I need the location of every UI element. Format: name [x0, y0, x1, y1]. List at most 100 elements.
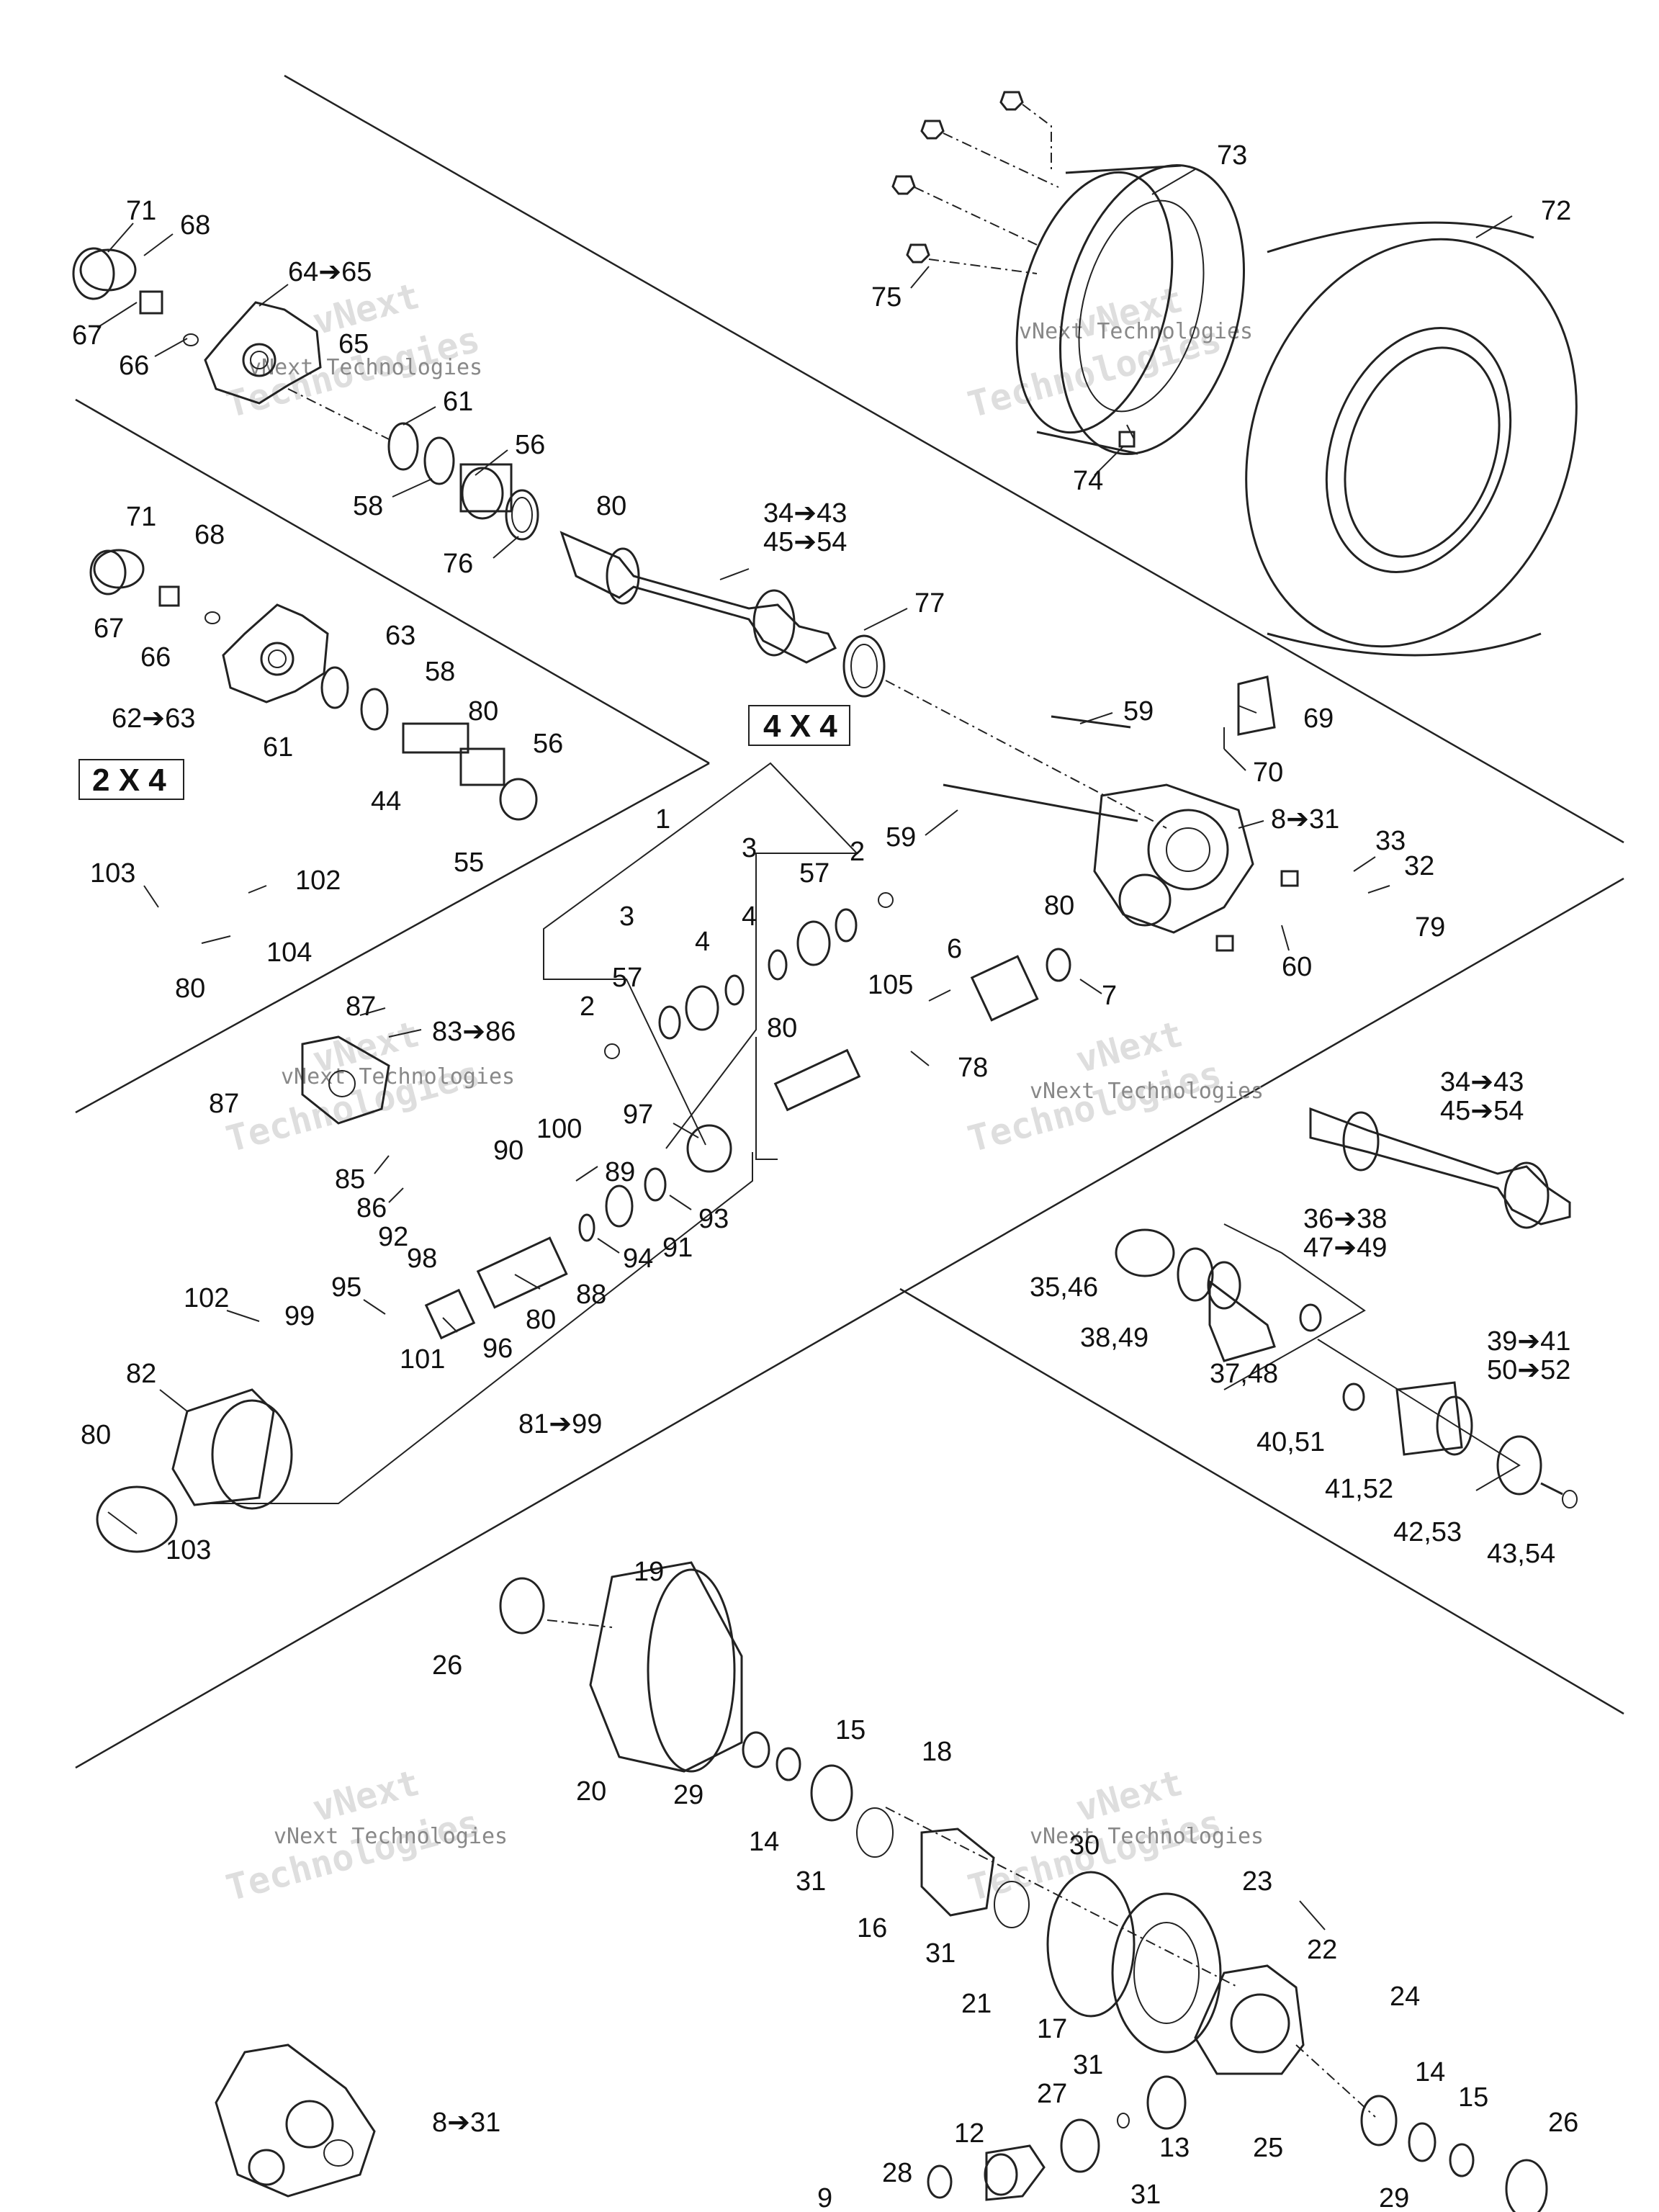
callout-27: 27	[1037, 2079, 1067, 2109]
callout-34-43-b: 34➔43	[1440, 1067, 1524, 1097]
callout-101: 101	[400, 1344, 445, 1375]
callout-89: 89	[605, 1157, 635, 1187]
callout-3-b: 3	[619, 902, 634, 932]
callout-13: 13	[1159, 2133, 1190, 2163]
part-front-actuator	[96, 1035, 732, 1553]
callout-2-b: 2	[580, 992, 595, 1022]
callout-80-b: 80	[468, 696, 498, 727]
callout-68-a: 68	[180, 210, 210, 240]
callout-39-41: 39➔41	[1487, 1326, 1570, 1357]
part-rear-axle-cv	[1115, 1107, 1578, 1509]
callout-26-b: 26	[1548, 2108, 1578, 2138]
callout-93: 93	[698, 1204, 729, 1234]
part-tire	[1245, 221, 1578, 657]
callout-56-a: 56	[515, 430, 545, 460]
svg-text:vNext Technologies: vNext Technologies	[281, 1064, 515, 1089]
callout-66-b: 66	[140, 642, 171, 673]
callout-66-a: 66	[119, 351, 149, 381]
config-label-4x4: 4 X 4	[763, 709, 837, 744]
callout-92: 92	[378, 1222, 408, 1252]
callout-15-a: 15	[835, 1715, 866, 1745]
callout-83-86: 83➔86	[432, 1017, 516, 1047]
callout-71-a: 71	[126, 196, 156, 226]
callout-7: 7	[1102, 981, 1117, 1011]
config-boxes	[78, 705, 850, 800]
callout-105: 105	[868, 970, 913, 1000]
callout-103-b: 103	[166, 1535, 211, 1565]
callout-80-g: 80	[81, 1420, 111, 1450]
callout-15-b: 15	[1458, 2082, 1488, 2113]
callout-79: 79	[1415, 912, 1445, 943]
leader-lines	[96, 168, 1513, 1930]
callout-68-b: 68	[194, 520, 225, 550]
svg-text:vNext Technologies: vNext Technologies	[1030, 1079, 1264, 1104]
callout-91: 91	[662, 1233, 693, 1263]
callout-94: 94	[623, 1244, 653, 1274]
svg-text:vNext Technologies: vNext Technologies	[248, 355, 482, 380]
callout-62-63: 62➔63	[112, 703, 195, 734]
callout-47-49: 47➔49	[1303, 1233, 1387, 1263]
callout-8-31-b: 8➔31	[432, 2108, 500, 2138]
callout-labels: 71 68 64➔65 65 67 66 61 56 58 80 76 34➔4…	[72, 140, 1578, 2212]
callout-44: 44	[371, 786, 401, 817]
callout-34-43-a: 34➔43	[763, 498, 847, 529]
callout-23: 23	[1242, 1866, 1272, 1897]
callout-61-a: 61	[443, 387, 473, 417]
callout-8-31-a: 8➔31	[1271, 804, 1339, 835]
callout-69: 69	[1303, 703, 1334, 734]
callout-45-54-b: 45➔54	[1440, 1096, 1524, 1126]
callout-26-a: 26	[432, 1650, 462, 1681]
callout-1: 1	[655, 804, 670, 835]
callout-63: 63	[385, 621, 415, 651]
callout-73: 73	[1217, 140, 1247, 171]
callout-55: 55	[454, 848, 484, 878]
callout-42-53: 42,53	[1393, 1517, 1462, 1547]
callout-9: 9	[817, 2183, 832, 2212]
part-gearcase-assembled	[215, 2044, 376, 2198]
callout-76: 76	[443, 549, 473, 579]
callout-36-38: 36➔38	[1303, 1204, 1387, 1234]
callout-20: 20	[576, 1776, 606, 1807]
callout-70: 70	[1253, 757, 1283, 788]
callout-19: 19	[634, 1557, 664, 1587]
callout-29-b: 29	[1379, 2183, 1409, 2212]
callout-81-99: 81➔99	[518, 1409, 602, 1439]
callout-78: 78	[958, 1053, 988, 1083]
part-gearcase-exploded	[499, 1561, 1548, 2212]
callout-22: 22	[1307, 1935, 1337, 1965]
svg-text:vNext Technologies: vNext Technologies	[274, 1824, 508, 1849]
callout-82: 82	[126, 1359, 156, 1389]
callout-103-a: 103	[90, 858, 135, 889]
callout-12: 12	[954, 2118, 984, 2149]
callout-35-46: 35,46	[1030, 1272, 1098, 1303]
callout-43-54: 43,54	[1487, 1539, 1555, 1569]
callout-41-52: 41,52	[1325, 1474, 1393, 1504]
callout-16: 16	[857, 1913, 887, 1943]
part-shaft-kit	[604, 892, 1071, 1112]
callout-60: 60	[1282, 952, 1312, 982]
callout-99: 99	[284, 1301, 315, 1331]
callout-31-a: 31	[796, 1866, 826, 1897]
callout-65: 65	[338, 329, 369, 359]
part-4x4-bearings	[387, 422, 539, 541]
callout-3-a: 3	[742, 833, 757, 863]
callout-38-49: 38,49	[1080, 1323, 1148, 1353]
callout-88: 88	[576, 1280, 606, 1310]
callout-80-d: 80	[767, 1013, 797, 1043]
callout-37-48: 37,48	[1210, 1359, 1278, 1389]
part-4x4-axle	[559, 531, 1167, 829]
callout-31-c: 31	[1073, 2050, 1103, 2080]
callout-21: 21	[961, 1989, 992, 2019]
callout-14-b: 14	[1415, 2057, 1445, 2087]
callout-90: 90	[493, 1136, 523, 1166]
callout-86: 86	[356, 1193, 387, 1223]
callout-25: 25	[1253, 2133, 1283, 2163]
part-differential	[943, 675, 1299, 952]
callout-29-a: 29	[673, 1780, 703, 1810]
svg-text:vNext Technologies: vNext Technologies	[1030, 1824, 1264, 1849]
callout-31-b: 31	[925, 1938, 956, 1969]
callout-77: 77	[914, 588, 945, 619]
callout-17: 17	[1037, 2014, 1067, 2044]
